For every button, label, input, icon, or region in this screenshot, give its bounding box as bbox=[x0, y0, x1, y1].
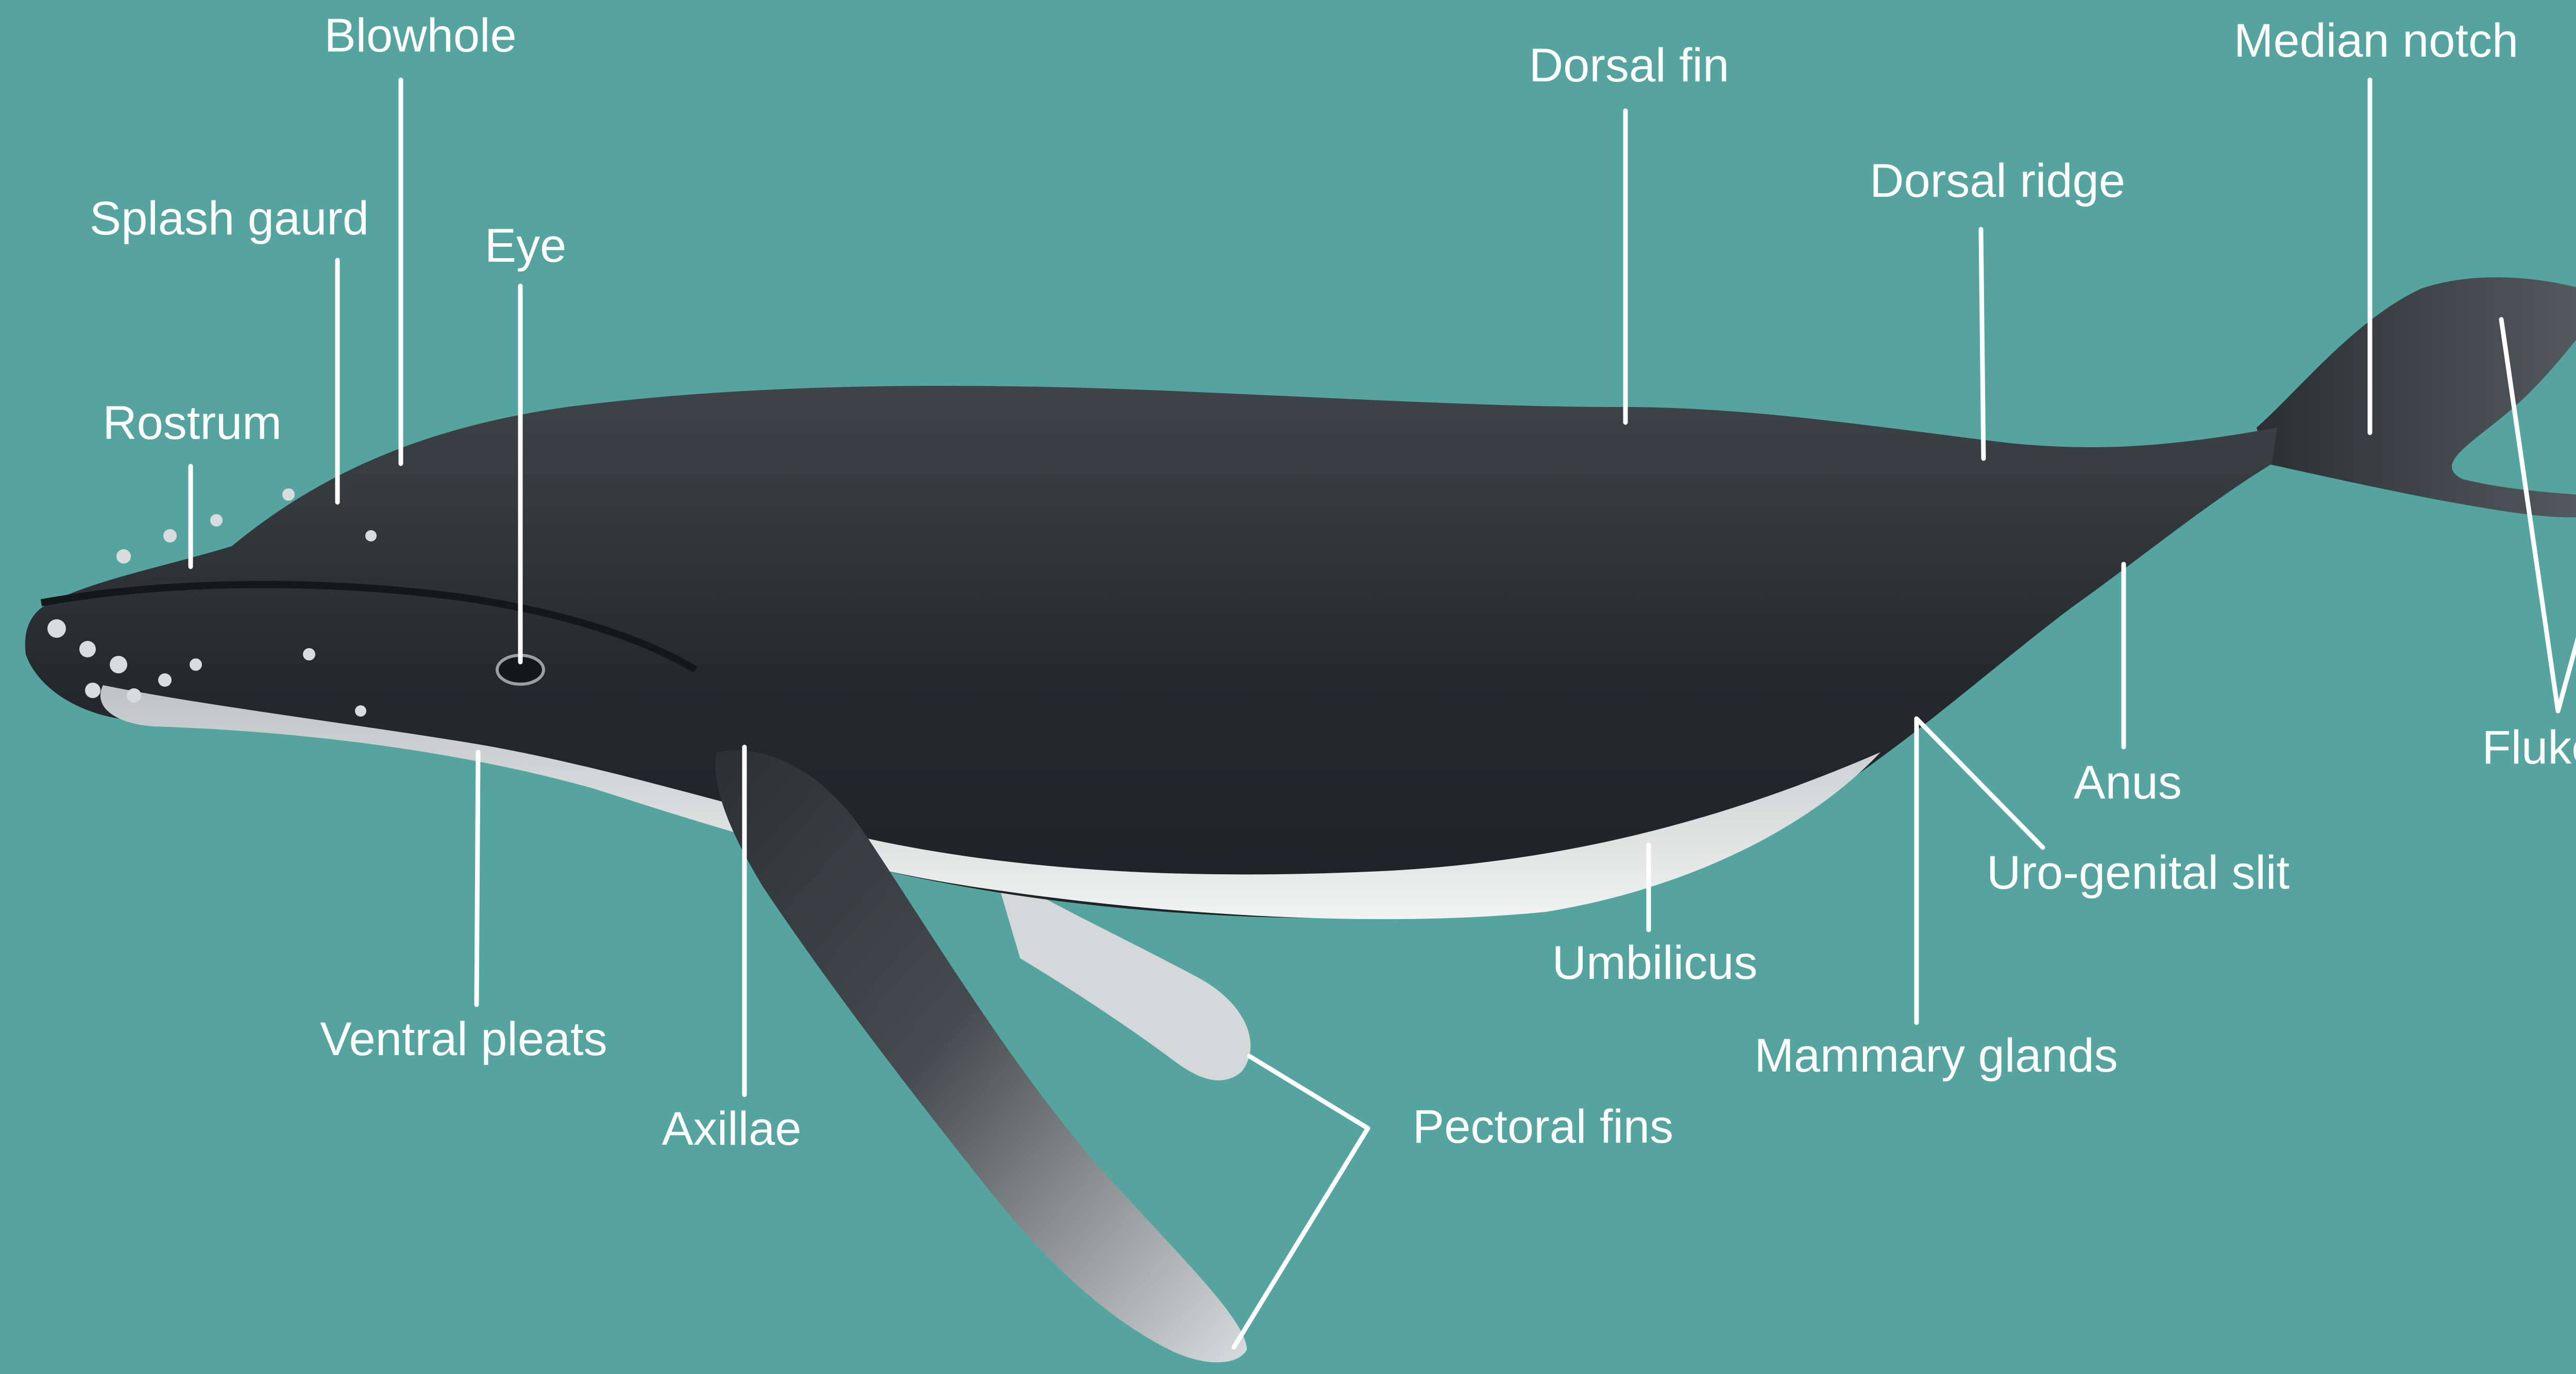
label-flukes: Flukes bbox=[2482, 721, 2576, 774]
leader-line-ventral-pleats bbox=[477, 752, 478, 1005]
label-rostrum: Rostrum bbox=[103, 397, 282, 449]
label-dorsal-fin: Dorsal fin bbox=[1529, 39, 1730, 92]
label-blowhole: Blowhole bbox=[324, 9, 516, 62]
label-eye: Eye bbox=[485, 219, 567, 272]
label-dorsal-ridge: Dorsal ridge bbox=[1870, 155, 2125, 207]
label-median-notch: Median notch bbox=[2234, 14, 2518, 67]
leader-line-dorsal-ridge bbox=[1981, 229, 1984, 459]
label-umbilicus: Umbilicus bbox=[1552, 937, 1758, 989]
label-ventral-pleats: Ventral pleats bbox=[320, 1013, 607, 1065]
label-anus: Anus bbox=[2074, 756, 2182, 809]
label-pectoral-fins: Pectoral fins bbox=[1413, 1100, 1673, 1153]
label-uro-genital-slit: Uro-genital slit bbox=[1987, 846, 2290, 899]
label-splash-guard: Splash gaurd bbox=[90, 192, 369, 245]
label-mammary-glands: Mammary glands bbox=[1754, 1029, 2118, 1082]
label-axillae: Axillae bbox=[662, 1102, 801, 1155]
